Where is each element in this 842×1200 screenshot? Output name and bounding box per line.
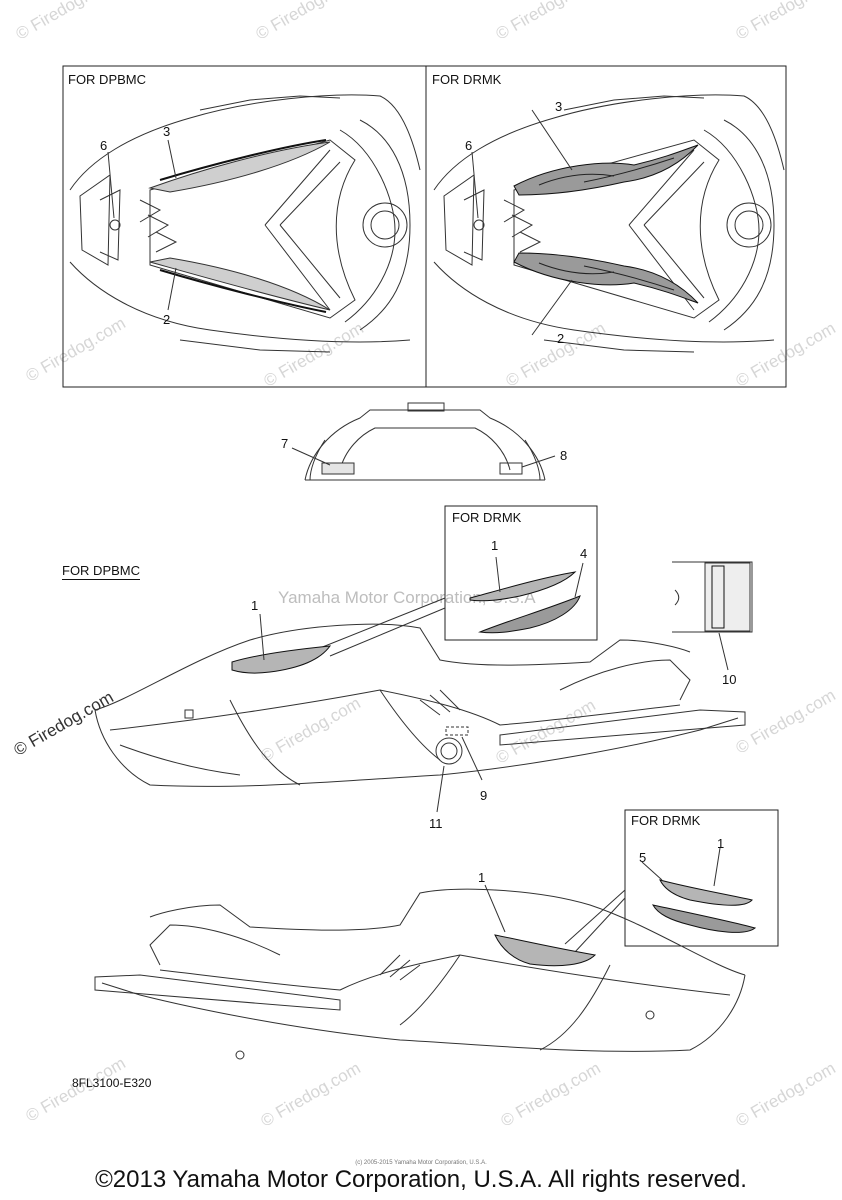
top-left-hull-view <box>69 94 421 353</box>
callout-3: 3 <box>163 124 171 139</box>
callout-11: 11 <box>429 816 443 831</box>
center-watermark: Yamaha Motor Corporation, U.S.A <box>278 588 536 607</box>
callout-6: 6 <box>465 138 473 153</box>
bottom-inset-frame <box>624 809 779 947</box>
mid-inset-frame <box>444 505 598 641</box>
side-label-dpbmc: FOR DPBMC <box>62 563 140 580</box>
top-right-decal-2 <box>513 252 699 304</box>
panel-label-drmk: FOR DRMK <box>432 72 502 87</box>
side-decal-1 <box>231 645 332 674</box>
callout-2: 2 <box>163 312 171 327</box>
top-left-decal-2 <box>149 257 331 313</box>
bottom-decal-1 <box>494 934 597 967</box>
callout-7: 7 <box>281 436 289 451</box>
side-view-hull <box>94 623 746 787</box>
drawing-code: 8FL3100-E320 <box>72 1076 152 1090</box>
mid-inset-decals <box>469 571 581 634</box>
part-10-mat <box>672 561 753 633</box>
top-left-decal-3 <box>148 139 331 193</box>
callout-1: 1 <box>717 836 725 851</box>
bottom-inset-decals <box>652 879 757 933</box>
callout-8: 8 <box>560 448 568 463</box>
top-right-part-6 <box>473 219 485 231</box>
side-label-9 <box>445 726 469 736</box>
callout-10: 10 <box>722 672 737 687</box>
callout-1: 1 <box>478 870 486 885</box>
callout-2: 2 <box>557 331 565 346</box>
bottom-side-view-hull <box>94 888 746 1060</box>
top-right-hull-view <box>433 94 785 353</box>
top-right-decal-3 <box>513 144 699 196</box>
top-panels-frame <box>62 65 787 388</box>
top-left-part-6 <box>109 219 121 231</box>
panel-label-dpbmc: FOR DPBMC <box>68 72 146 87</box>
rear-decal-8 <box>499 462 523 475</box>
callout-4: 4 <box>580 546 588 561</box>
side-part-11 <box>435 737 463 765</box>
callout-9: 9 <box>480 788 488 803</box>
callout-6: 6 <box>100 138 108 153</box>
inset-label-drmk: FOR DRMK <box>452 510 522 525</box>
callout-1: 1 <box>251 598 259 613</box>
callout-5: 5 <box>639 850 647 865</box>
rear-view <box>304 402 546 481</box>
callout-1: 1 <box>491 538 499 553</box>
footer-copyright: ©2013 Yamaha Motor Corporation, U.S.A. A… <box>95 1166 747 1193</box>
footer-fine-print: (c) 2005-2015 Yamaha Motor Corporation, … <box>355 1160 487 1166</box>
callout-3: 3 <box>555 99 563 114</box>
rear-decal-7 <box>321 462 355 475</box>
bottom-inset-label-drmk: FOR DRMK <box>631 813 701 828</box>
